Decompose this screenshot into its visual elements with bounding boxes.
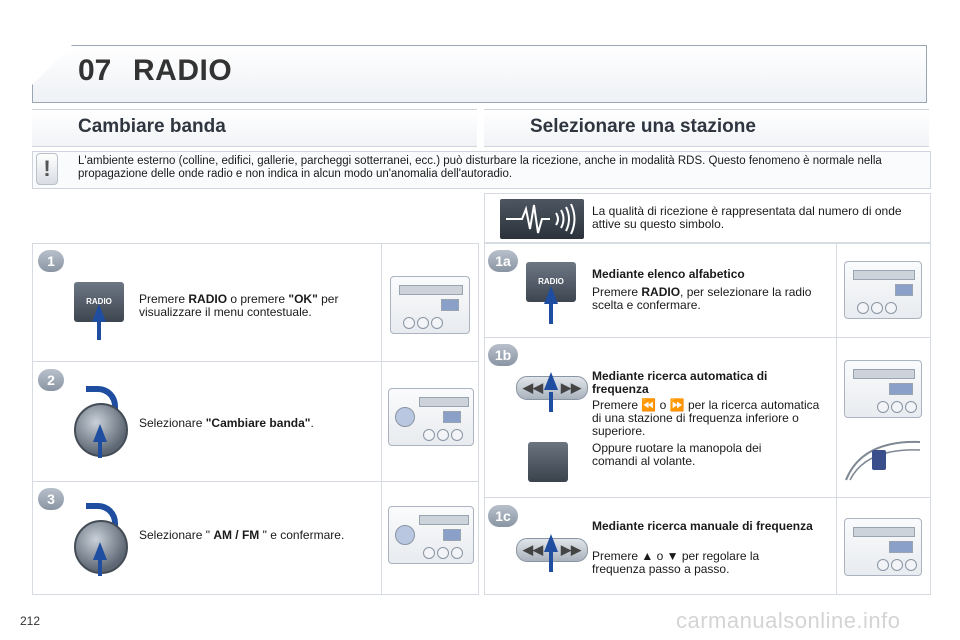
step-1a-text: Premere RADIO, per selezionare la radio …: [592, 285, 812, 312]
step-1a-title: Mediante elenco alfabetico: [592, 267, 745, 281]
arrow-up-icon: [544, 372, 558, 390]
divider: [484, 497, 931, 498]
radio-unit-illustration: [390, 276, 470, 334]
step-1b-title: Mediante ricerca automatica di frequenza: [592, 369, 768, 396]
quality-text: La qualità di ricezione è rappresentata …: [592, 204, 902, 231]
step-3-text: Selezionare " AM / FM " e confermare.: [139, 528, 345, 542]
radio-unit-illustration: [844, 261, 922, 319]
step-1b-text: Premere ⏪ o ⏩ per la ricerca automatica …: [592, 398, 820, 438]
radio-unit-illustration: [844, 360, 922, 418]
section-title-right: Selezionare una stazione: [530, 116, 756, 137]
step-badge: 3: [38, 488, 64, 510]
step-1-text: Premere RADIO o premere "OK" per visuali…: [139, 292, 339, 319]
chapter-title: RADIO: [133, 54, 233, 87]
arrow-shaft: [549, 300, 553, 324]
watermark: carmanualsonline.info: [676, 608, 901, 633]
divider: [484, 337, 931, 338]
steering-wheel-control-icon: [528, 442, 568, 482]
step-badge: 1a: [488, 250, 518, 272]
arrow-shaft: [549, 392, 553, 412]
arrow-up-icon: [544, 534, 558, 552]
divider: [32, 361, 479, 362]
rotate-arrow-icon: [86, 386, 118, 412]
arrow-up-icon: [93, 424, 107, 442]
signal-quality-icon: [500, 199, 584, 239]
step-badge: 1: [38, 250, 64, 272]
step-1b-text-2: Oppure ruotare la manopola dei comandi a…: [592, 441, 762, 468]
step-1c-text: Premere ▲ o ▼ per regolare la frequenza …: [592, 549, 760, 576]
radio-unit-illustration: [844, 518, 922, 576]
chapter-number: 07: [78, 54, 112, 87]
arrow-shaft: [98, 438, 102, 458]
step-badge: 1b: [488, 344, 518, 366]
step-1c-title: Mediante ricerca manuale di frequenza: [592, 519, 813, 533]
steering-wheel-illustration: [842, 436, 924, 484]
exclamation-icon: !: [36, 153, 58, 185]
section-title-left: Cambiare banda: [78, 116, 226, 137]
step-2-text: Selezionare "Cambiare banda".: [139, 416, 314, 430]
radio-unit-illustration: [388, 506, 474, 564]
arrow-shaft: [97, 318, 101, 340]
arrow-up-icon: [93, 542, 107, 560]
step-badge: 2: [38, 369, 64, 391]
arrow-shaft: [98, 556, 102, 576]
section-header-right: [484, 109, 929, 147]
warning-box: [32, 151, 931, 189]
chapter-header: [32, 45, 927, 103]
arrow-up-icon: [92, 304, 106, 322]
step-badge: 1c: [488, 505, 518, 527]
page-number: 212: [20, 614, 41, 628]
divider: [381, 243, 382, 595]
arrow-shaft: [549, 552, 553, 572]
rotate-arrow-icon: [86, 503, 118, 529]
section-header-left: [32, 109, 477, 147]
divider: [836, 243, 837, 595]
divider: [32, 481, 479, 482]
arrow-up-icon: [544, 286, 558, 304]
radio-unit-illustration: [388, 388, 474, 446]
warning-text: L'ambiente esterno (colline, edifici, ga…: [78, 155, 882, 180]
